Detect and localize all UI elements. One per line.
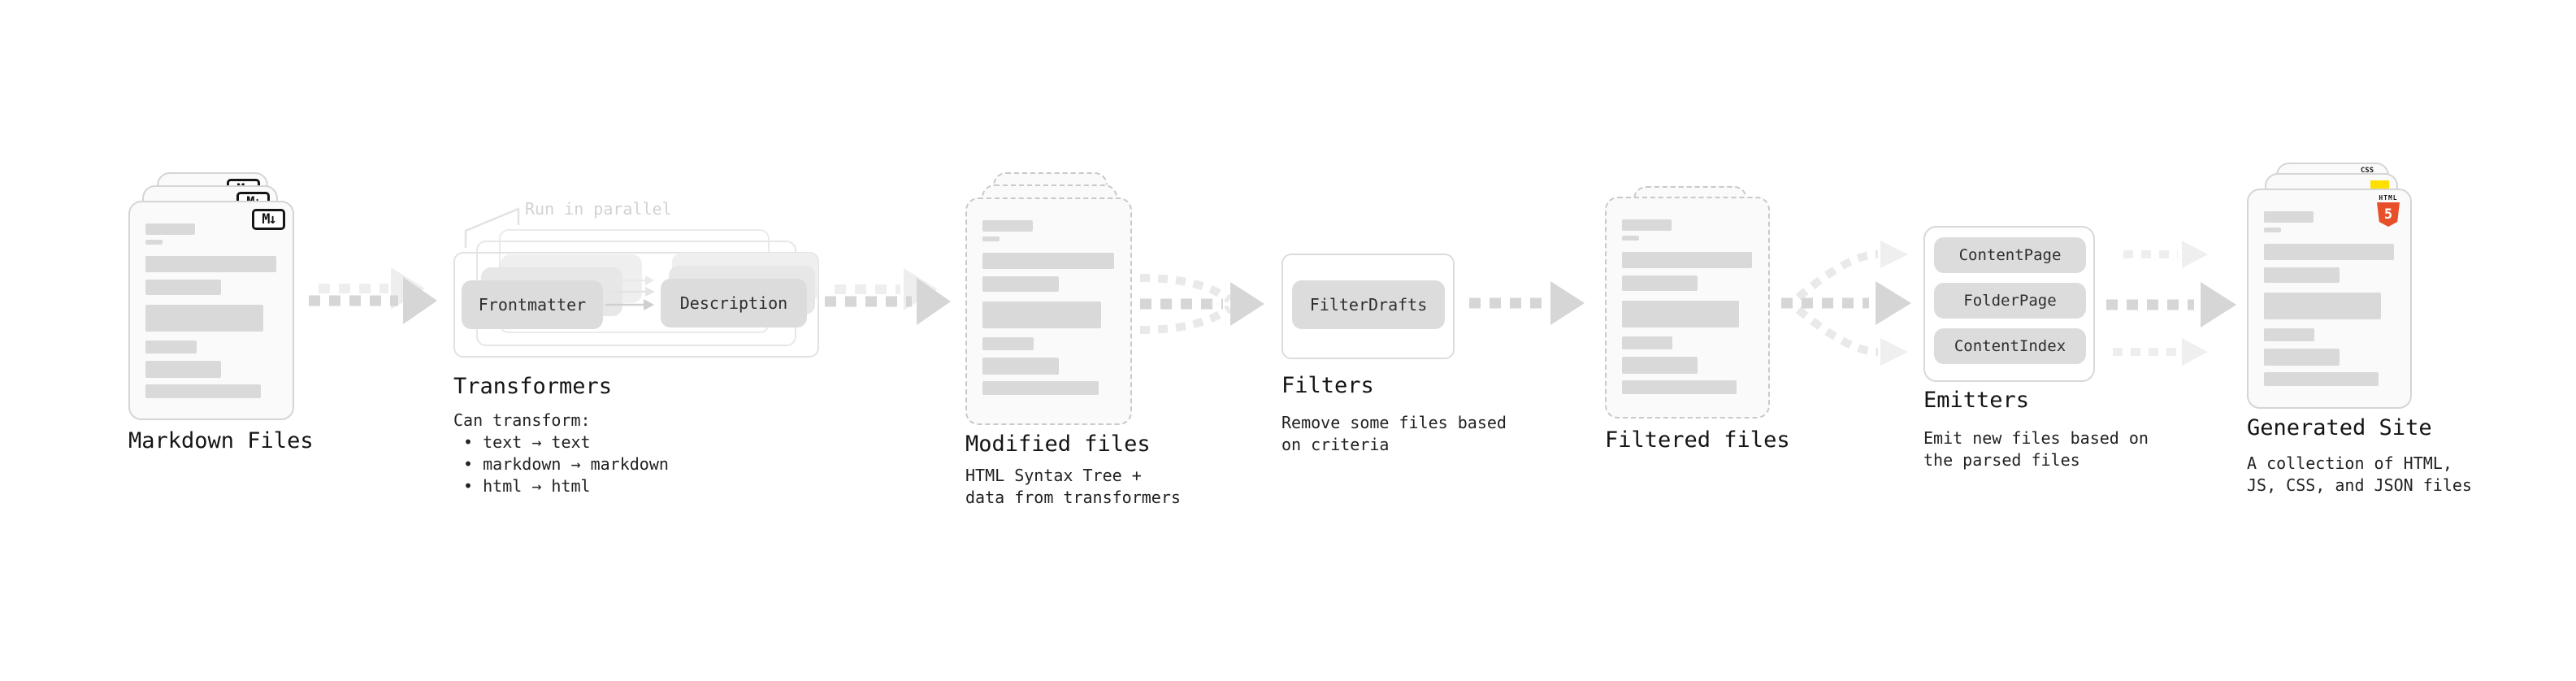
text-line-bar: [982, 236, 1000, 241]
modified-files-caption: HTML Syntax Tree + data from transformer…: [965, 466, 1181, 507]
modified-file-card-front: [965, 197, 1132, 425]
emitter-pill-contentindex: ContentIndex: [1934, 328, 2086, 364]
text-line-bar: [982, 253, 1114, 269]
document-text-lines: [1622, 219, 1752, 394]
stage-title-markdown-files: Markdown Files: [128, 428, 314, 453]
text-line-bar: [982, 301, 1101, 328]
emitters-caption: Emit new files based on the parsed files: [1923, 428, 2149, 470]
text-line-bar: [2264, 372, 2379, 386]
text-line-bar: [2264, 244, 2394, 260]
emitter-pill-folderpage: FolderPage: [1934, 283, 2086, 319]
generated-site-caption: A collection of HTML, JS, CSS, and JSON …: [2247, 453, 2472, 495]
stage-title-filtered-files: Filtered files: [1605, 427, 1790, 453]
text-line-bar: [1622, 301, 1739, 327]
flow-arrow-transformers-to-modified: [825, 268, 951, 325]
flow-arrow-filters-to-filtered: [1469, 281, 1585, 325]
text-line-bar: [2264, 211, 2314, 223]
filter-pill-filterdrafts: FilterDrafts: [1292, 280, 1445, 329]
stage-title-transformers: Transformers: [453, 374, 613, 399]
text-line-bar: [145, 256, 276, 272]
transformer-pill-description: Description: [661, 279, 807, 327]
markdown-icon: M↓: [252, 209, 285, 230]
text-line-bar: [1622, 236, 1639, 241]
text-line-bar: [982, 276, 1059, 292]
html5-shield: 5: [2377, 202, 2400, 227]
text-line-bar: [982, 337, 1034, 350]
text-line-bar: [1622, 336, 1673, 349]
stage-title-modified-files: Modified files: [965, 432, 1151, 457]
text-line-bar: [145, 305, 263, 332]
text-line-bar: [1622, 275, 1698, 291]
text-line-bar: [1622, 252, 1752, 268]
flow-arrow-markdown-to-transformers: [309, 267, 437, 324]
markdown-file-card-front: M↓: [128, 201, 294, 420]
text-line-bar: [1622, 380, 1737, 394]
text-line-bar: [982, 381, 1099, 395]
text-line-bar: [982, 220, 1033, 232]
text-line-bar: [145, 361, 222, 378]
flow-arrow-emitters-to-generated: [2106, 241, 2236, 366]
document-text-lines: [982, 220, 1114, 395]
html5-label: HTML: [2379, 194, 2398, 202]
text-line-bar: [145, 280, 222, 295]
stage-title-generated-site: Generated Site: [2247, 415, 2432, 440]
text-line-bar: [2264, 349, 2340, 366]
filters-caption: Remove some files based on criteria: [1281, 413, 1507, 454]
flow-arrow-filtered-to-emitters: [1781, 241, 1911, 366]
js-file-icon: [2370, 180, 2389, 190]
text-line-bar: [2264, 328, 2315, 341]
document-text-lines: [145, 223, 276, 398]
emitter-pill-contentpage: ContentPage: [1934, 237, 2086, 273]
generated-file-card-front: HTML 5: [2247, 189, 2412, 409]
text-line-bar: [982, 358, 1059, 375]
text-line-bar: [2264, 293, 2381, 319]
stage-title-emitters: Emitters: [1923, 388, 2030, 413]
text-line-bar: [1622, 357, 1698, 374]
transformers-caption: Can transform: • text → text • markdown …: [453, 410, 669, 496]
text-line-bar: [145, 340, 197, 354]
text-line-bar: [145, 384, 261, 398]
text-line-bar: [1622, 219, 1672, 231]
text-line-bar: [145, 223, 196, 235]
css-label: CSS: [2360, 167, 2374, 175]
run-in-parallel-label: Run in parallel: [525, 199, 672, 219]
text-line-bar: [145, 240, 163, 245]
transformer-box-front: [453, 252, 819, 358]
text-line-bar: [2264, 267, 2340, 283]
document-text-lines: [2264, 211, 2394, 386]
stage-title-filters: Filters: [1281, 373, 1374, 398]
text-line-bar: [2264, 228, 2281, 232]
flow-arrow-modified-to-filters: [1139, 274, 1264, 334]
filtered-file-card-front: [1605, 197, 1770, 419]
transformer-pill-frontmatter: Frontmatter: [462, 280, 603, 329]
html5-icon: HTML 5: [2376, 194, 2400, 227]
